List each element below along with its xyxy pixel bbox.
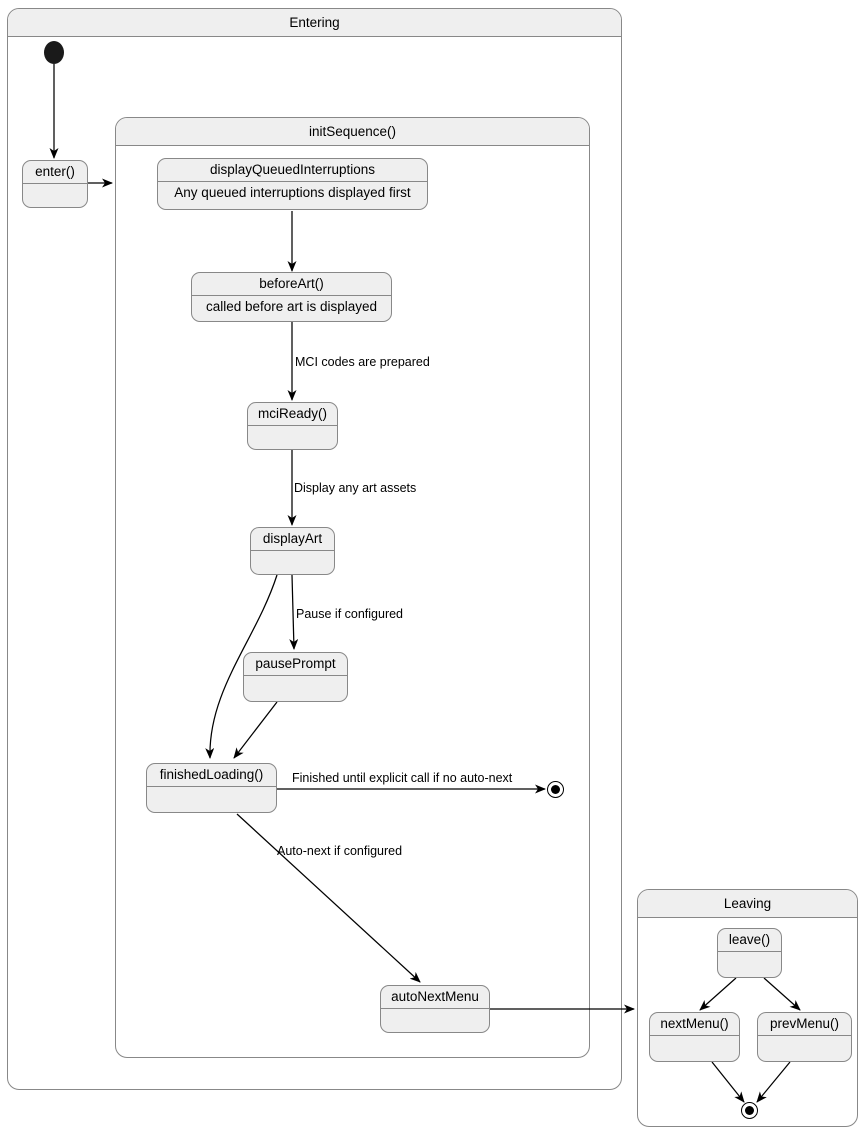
state-auto-next-menu-title: autoNextMenu — [381, 986, 489, 1009]
transition-label-auto-next-if-configured: Auto-next if configured — [277, 844, 403, 858]
state-display-art-title: displayArt — [251, 528, 334, 551]
region-leaving: Leaving — [637, 889, 858, 1127]
state-pause-prompt-title: pausePrompt — [244, 653, 347, 676]
state-prev-menu-title: prevMenu() — [758, 1013, 851, 1036]
state-display-art-body — [251, 551, 334, 574]
state-leave-title: leave() — [718, 929, 781, 952]
initial-pseudostate — [44, 41, 64, 64]
state-display-queued-interruptions-title: displayQueuedInterruptions — [158, 159, 427, 182]
region-entering-title: Entering — [8, 9, 621, 37]
state-leave-body — [718, 952, 781, 977]
transition-label-pause-if-configured: Pause if configured — [296, 607, 404, 621]
state-pause-prompt[interactable]: pausePrompt — [243, 652, 348, 702]
region-entering: Entering — [7, 8, 622, 1090]
state-enter-body — [23, 184, 87, 207]
transition-label-finished-until-explicit: Finished until explicit call if no auto-… — [292, 771, 513, 785]
final-state-leaving-dot — [745, 1106, 754, 1115]
state-next-menu-body — [650, 1036, 739, 1061]
state-enter[interactable]: enter() — [22, 160, 88, 208]
edge-finishedloading-to-autonextmenu — [236, 813, 421, 983]
edge-pauseprompt-to-finishedloading — [233, 701, 278, 759]
state-auto-next-menu[interactable]: autoNextMenu — [380, 985, 490, 1033]
transition-label-display-art-assets: Display any art assets — [294, 481, 417, 495]
state-display-queued-interruptions-body: Any queued interruptions displayed first — [174, 185, 411, 200]
state-before-art[interactable]: beforeArt() called before art is display… — [191, 272, 392, 322]
state-pause-prompt-body — [244, 676, 347, 701]
region-init-sequence-title: initSequence() — [116, 118, 589, 146]
final-state-entering-dot — [551, 785, 560, 794]
edge-leave-to-nextmenu — [699, 977, 737, 1011]
edge-displayart-to-pauseprompt — [289, 574, 299, 650]
edge-leave-to-prevmenu — [763, 977, 801, 1011]
state-next-menu[interactable]: nextMenu() — [649, 1012, 740, 1062]
state-mci-ready-title: mciReady() — [248, 403, 337, 426]
state-before-art-body: called before art is displayed — [205, 299, 378, 314]
state-finished-loading[interactable]: finishedLoading() — [146, 763, 277, 813]
state-prev-menu[interactable]: prevMenu() — [757, 1012, 852, 1062]
edge-nextmenu-to-final — [711, 1061, 745, 1103]
edge-prevmenu-to-final — [756, 1061, 791, 1103]
state-prev-menu-body — [758, 1036, 851, 1061]
state-leave[interactable]: leave() — [717, 928, 782, 978]
state-mci-ready[interactable]: mciReady() — [247, 402, 338, 450]
state-display-queued-interruptions[interactable]: displayQueuedInterruptions Any queued in… — [157, 158, 428, 210]
state-enter-title: enter() — [23, 161, 87, 184]
region-leaving-title: Leaving — [638, 890, 857, 918]
state-display-art[interactable]: displayArt — [250, 527, 335, 575]
state-before-art-title: beforeArt() — [192, 273, 391, 296]
edge-displayart-to-finishedloading — [205, 574, 278, 759]
state-mci-ready-body — [248, 426, 337, 449]
state-auto-next-menu-body — [381, 1009, 489, 1032]
region-init-sequence: initSequence() — [115, 117, 590, 1058]
state-finished-loading-title: finishedLoading() — [147, 764, 276, 787]
state-finished-loading-body — [147, 787, 276, 812]
transition-label-mci-prepared: MCI codes are prepared — [295, 355, 430, 369]
state-next-menu-title: nextMenu() — [650, 1013, 739, 1036]
